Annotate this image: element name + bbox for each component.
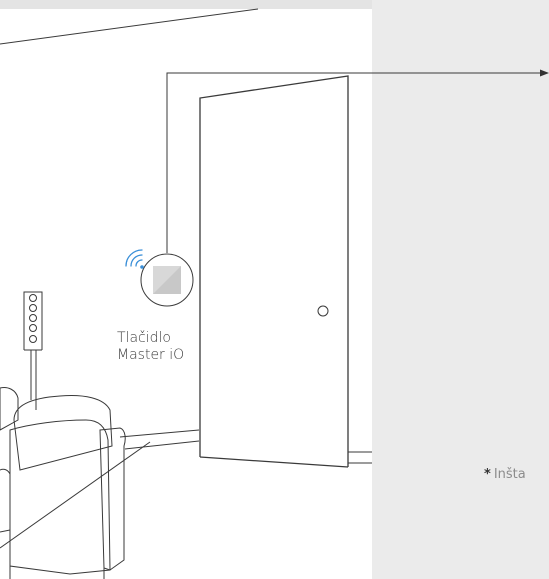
info-panel <box>372 0 549 579</box>
device-label-line2: Master iO <box>117 347 184 364</box>
baseboard-line-bottom <box>125 441 199 449</box>
sofa <box>0 387 125 579</box>
floor-line <box>0 442 150 548</box>
footnote-marker: * <box>484 467 491 482</box>
ceiling-edge-line <box>0 9 258 44</box>
ceiling-band <box>0 0 372 9</box>
door <box>200 76 348 467</box>
master-io-button <box>141 254 193 306</box>
device-label-line1: Tlačidlo <box>117 330 184 347</box>
device-label: Tlačidlo Master iO <box>117 330 184 364</box>
footnote-text: Inšta <box>494 467 526 482</box>
tower-speaker <box>24 292 42 410</box>
wireless-signal-icon <box>126 250 144 269</box>
footnote: *Inšta <box>484 467 526 482</box>
baseboard-line-top <box>120 430 199 437</box>
door-knob <box>318 306 328 316</box>
